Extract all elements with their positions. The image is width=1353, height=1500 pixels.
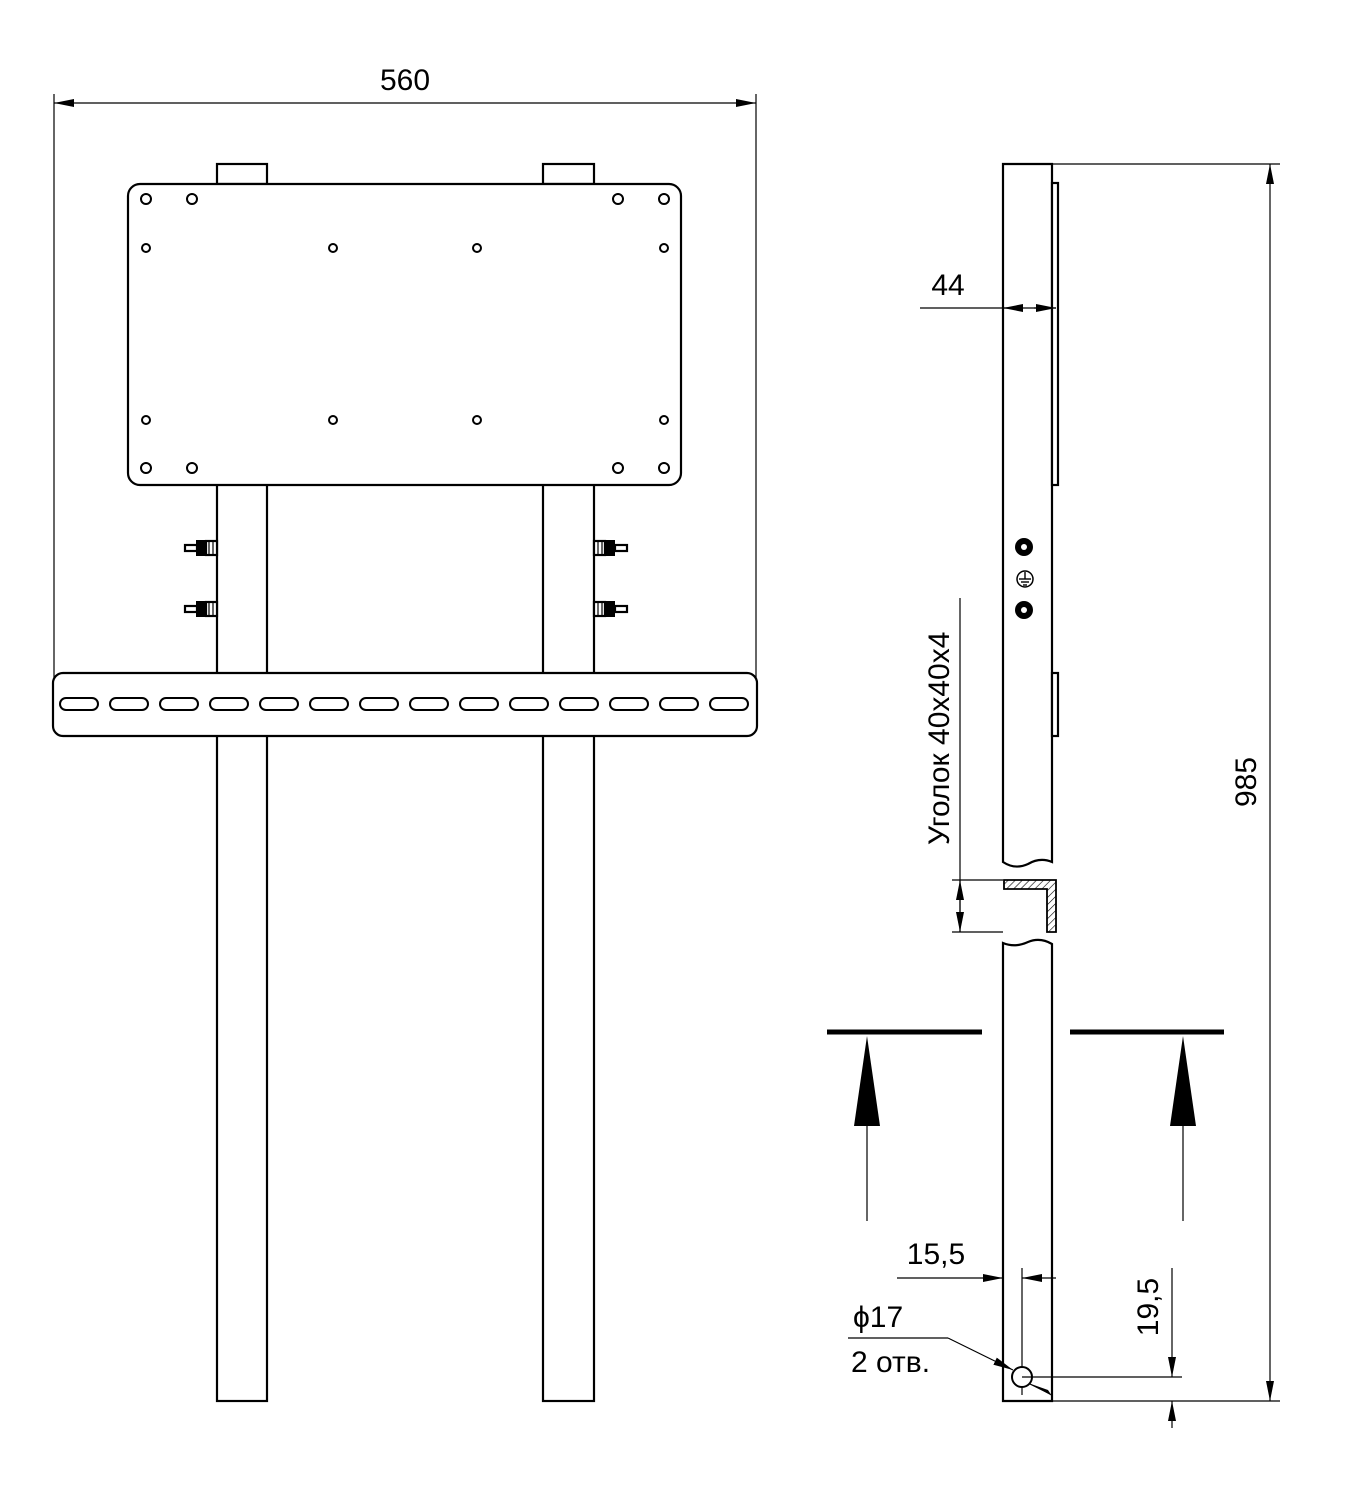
bolt [592, 600, 629, 618]
hole-diameter-label: ϕ17 [853, 1301, 903, 1334]
width-dimension-label: 560 [380, 64, 430, 97]
depth-dimension: 44 [920, 269, 1056, 312]
hole-offset-vertical-label: 19,5 [1132, 1278, 1165, 1336]
hole-offset-horizontal-label: 15,5 [907, 1238, 965, 1271]
angle-callout: Уголок 40х40х4 [923, 598, 1003, 933]
ground-icon [1016, 570, 1034, 588]
section-arrow-right [1170, 1036, 1196, 1126]
front-view: 560 [51, 64, 759, 1403]
plate-holes [140, 193, 670, 474]
slotted-crossbar [51, 671, 759, 738]
left-bolts [183, 539, 219, 618]
bolt [592, 539, 629, 557]
side-post-upper [1001, 162, 1054, 868]
depth-dimension-label: 44 [931, 269, 964, 302]
hole-count-label: 2 отв. [851, 1346, 930, 1379]
height-dimension: 985 [1052, 163, 1280, 1402]
angle-callout-label: Уголок 40х40х4 [923, 632, 956, 845]
crossbar-slots [59, 697, 749, 711]
side-plate-strip-top [1050, 181, 1060, 487]
bolt [183, 600, 219, 618]
height-dimension-label: 985 [1230, 757, 1263, 807]
side-post-lower [1001, 938, 1054, 1403]
hole-offset-vertical-dimension: 19,5 [1022, 1268, 1182, 1428]
section-cut-marks [827, 1029, 1224, 1221]
side-plate-strip-bottom [1050, 671, 1060, 738]
mounting-plate [126, 182, 683, 487]
width-dimension: 560 [53, 64, 757, 680]
side-view: 44 Уголок 40х40х4 985 [827, 162, 1280, 1428]
hole-offset-horizontal-dimension: 15,5 [897, 1238, 1056, 1395]
angle-section [1003, 879, 1057, 933]
hole-diameter-callout: ϕ17 2 отв. [848, 1301, 1052, 1396]
bolt [183, 539, 219, 557]
section-arrow-left [854, 1036, 880, 1126]
right-bolts [592, 539, 629, 618]
